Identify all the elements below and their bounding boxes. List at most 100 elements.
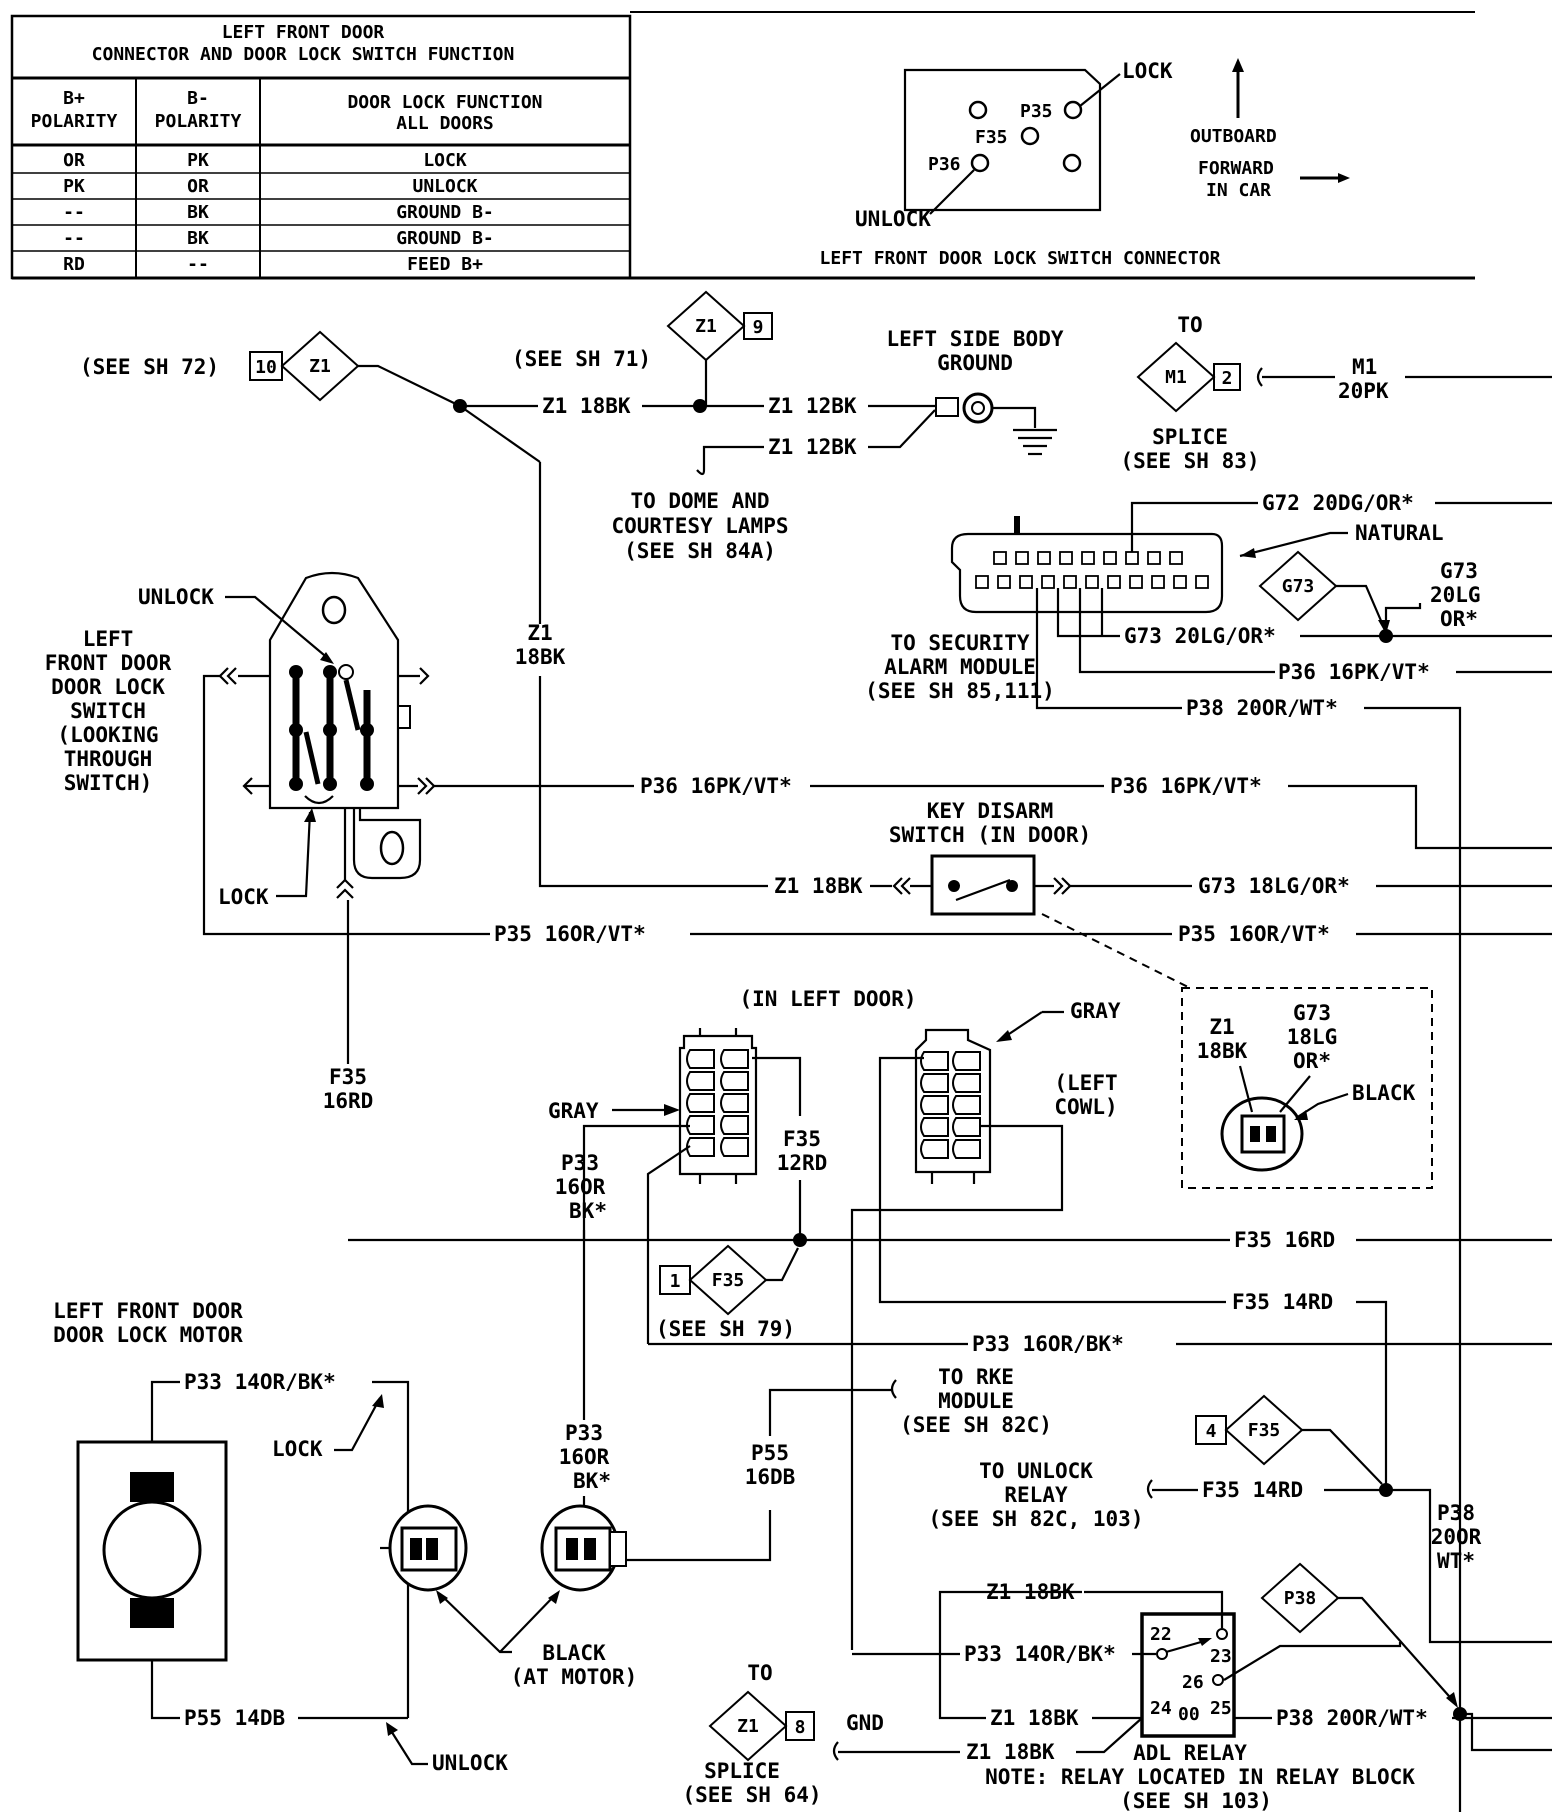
wire-g72: G72 20DG/OR* bbox=[1262, 491, 1414, 515]
wire-z1-18bk-a: Z1 18BK bbox=[542, 394, 631, 418]
adl-relay-section: 4 F35 TO UNLOCK RELAY (SEE SH 82C, 103) … bbox=[682, 1394, 1552, 1812]
table-cell: FEED B+ bbox=[407, 254, 483, 275]
col-header-bplus-2: POLARITY bbox=[31, 111, 118, 132]
key-disarm-switch: KEY DISARM SWITCH (IN DOOR) bbox=[889, 799, 1091, 916]
door-lock-motor-section: LEFT FRONT DOOR DOOR LOCK MOTOR P33 14OR… bbox=[53, 1299, 1052, 1775]
wire-p55-14db: P55 14DB bbox=[184, 1706, 285, 1730]
lock-switch-connector-view: P35 F35 P36 LOCK UNLOCK OUTBOARD FORWARD… bbox=[820, 58, 1350, 269]
see-sh64: (SEE SH 64) bbox=[682, 1783, 821, 1807]
col-header-func-2: ALL DOORS bbox=[396, 113, 494, 134]
pin-f35-label: F35 bbox=[975, 127, 1008, 148]
black-at-motor-2: (AT MOTOR) bbox=[511, 1665, 637, 1689]
wire-m1-2: 20PK bbox=[1338, 379, 1389, 403]
m1-see-sh83: (SEE SH 83) bbox=[1120, 449, 1259, 473]
to-dome-3: (SEE SH 84A) bbox=[624, 539, 776, 563]
wire-g73-20lg-h: G73 20LG/OR* bbox=[1124, 624, 1276, 648]
see-sh79: (SEE SH 79) bbox=[656, 1317, 795, 1341]
black-at-motor-1: BLACK bbox=[542, 1641, 606, 1665]
g73-ref-code: G73 bbox=[1282, 576, 1315, 597]
relay-pin-00: 00 bbox=[1178, 1704, 1200, 1725]
conn-unlock-label: UNLOCK bbox=[855, 207, 931, 231]
m1-splice-label: SPLICE bbox=[1152, 425, 1228, 449]
in-left-door: (IN LEFT DOOR) bbox=[739, 987, 916, 1011]
relay-pin-23: 23 bbox=[1210, 1646, 1232, 1667]
wire-z1-12bk-a: Z1 12BK bbox=[768, 394, 857, 418]
cap-z1-1: Z1 bbox=[1209, 1015, 1234, 1039]
rke-3: (SEE SH 82C) bbox=[900, 1413, 1052, 1437]
cap-z1-2: 18BK bbox=[1197, 1039, 1248, 1063]
switch-title-2: FRONT DOOR bbox=[45, 651, 172, 675]
relay-pin-25: 25 bbox=[1210, 1698, 1232, 1719]
cap-g73-2: 18LG bbox=[1287, 1025, 1338, 1049]
switch-lock-label: LOCK bbox=[218, 885, 269, 909]
wire-f35-12rd-1: F35 bbox=[783, 1127, 821, 1151]
wire-z1-12bk-b: Z1 12BK bbox=[768, 435, 857, 459]
gnd-label: GND bbox=[846, 1711, 884, 1735]
f35-ref-4-num: 4 bbox=[1206, 1421, 1217, 1442]
z1-ground-section: (SEE SH 72) 10 Z1 Z1 18BK Z1 12BK Z1 12B… bbox=[80, 290, 1064, 563]
security-alarm-connector: G72 20DG/OR* NATURAL G73 20LG/OR* P36 16… bbox=[865, 491, 1552, 1812]
wire-p35-16or-a: P35 16OR/VT* bbox=[494, 922, 646, 946]
motor-unlock-label: UNLOCK bbox=[432, 1751, 508, 1775]
wire-p33-16or-v2: 16OR bbox=[559, 1445, 610, 1469]
wire-p33-16or-v3: BK* bbox=[573, 1469, 611, 1493]
see-sh71: (SEE SH 71) bbox=[512, 347, 651, 371]
switch-title-5: (LOOKING bbox=[57, 723, 158, 747]
unlock-relay-2: RELAY bbox=[1004, 1483, 1068, 1507]
z1-ref-10-num: 10 bbox=[255, 357, 277, 378]
wire-p38-v3: WT* bbox=[1437, 1549, 1475, 1573]
col-header-bplus-1: B+ bbox=[63, 88, 85, 109]
door-lock-switch: UNLOCK LEFT FRONT DOOR DOOR LOCK SWITCH … bbox=[45, 571, 490, 1064]
wire-z1-18bk-gnd: Z1 18BK bbox=[966, 1740, 1055, 1764]
p38-ref-code: P38 bbox=[1284, 1588, 1317, 1609]
table-cell: UNLOCK bbox=[412, 176, 477, 197]
f35-ref-1-code: F35 bbox=[712, 1270, 745, 1291]
m1-splice: TO M1 2 M1 20PK SPLICE (SEE SH 83) bbox=[1120, 313, 1552, 473]
cap-g73-3: OR* bbox=[1293, 1049, 1331, 1073]
wire-f35-14rd-b: F35 14RD bbox=[1202, 1478, 1303, 1502]
table-cell: RD bbox=[63, 254, 85, 275]
rke-2: MODULE bbox=[938, 1389, 1014, 1413]
splice2: SPLICE bbox=[704, 1759, 780, 1783]
table-cell: BK bbox=[187, 228, 209, 249]
rke-1: TO RKE bbox=[938, 1365, 1014, 1389]
relay-pin-24: 24 bbox=[1150, 1698, 1172, 1719]
conn-lock-label: LOCK bbox=[1122, 59, 1173, 83]
wire-f35-16rd-v1: F35 bbox=[329, 1065, 367, 1089]
table-cell: PK bbox=[187, 150, 209, 171]
adl-relay-label: ADL RELAY bbox=[1133, 1741, 1247, 1765]
f35-ref-1-num: 1 bbox=[670, 1271, 681, 1292]
relay-note-2: (SEE SH 103) bbox=[1120, 1789, 1272, 1812]
wire-p33-14or-b: P33 14OR/BK* bbox=[964, 1642, 1116, 1666]
col-header-func-1: DOOR LOCK FUNCTION bbox=[347, 92, 542, 113]
wire-f35-16rd-v2: 16RD bbox=[323, 1089, 374, 1113]
table-title-2: CONNECTOR AND DOOR LOCK SWITCH FUNCTION bbox=[92, 44, 515, 65]
z1-ref-10-code: Z1 bbox=[309, 356, 331, 377]
wire-g73-18lg: G73 18LG/OR* bbox=[1198, 874, 1350, 898]
key-disarm-1: KEY DISARM bbox=[927, 799, 1053, 823]
z1-ref-8-num: 8 bbox=[795, 1717, 806, 1738]
table-cell: BK bbox=[187, 202, 209, 223]
wire-p33-16or-h: P33 16OR/BK* bbox=[972, 1332, 1124, 1356]
table-cell: OR bbox=[187, 176, 209, 197]
relay-note-1: NOTE: RELAY LOCATED IN RELAY BLOCK bbox=[985, 1765, 1415, 1789]
body-ground-1: LEFT SIDE BODY bbox=[886, 327, 1063, 351]
relay-pin-26: 26 bbox=[1182, 1672, 1204, 1693]
wire-f35-12rd-2: 12RD bbox=[777, 1151, 828, 1175]
table-title-1: LEFT FRONT DOOR bbox=[222, 22, 385, 43]
switch-title-1: LEFT bbox=[83, 627, 134, 651]
motor-label-2: DOOR LOCK MOTOR bbox=[53, 1323, 243, 1347]
m1-num: 2 bbox=[1222, 368, 1233, 389]
f35-ref-4-code: F35 bbox=[1248, 1420, 1281, 1441]
table-row: -- BK GROUND B- bbox=[63, 228, 494, 249]
left-cowl-2: COWL) bbox=[1054, 1095, 1117, 1119]
sec-label-3: (SEE SH 85,111) bbox=[865, 679, 1055, 703]
key-disarm-2: SWITCH (IN DOOR) bbox=[889, 823, 1091, 847]
main-wire-runs: P36 16PK/VT* P36 16PK/VT* Z1 18BK Z1 18B… bbox=[434, 405, 1552, 1189]
table-row: -- BK GROUND B- bbox=[63, 202, 494, 223]
wire-m1-1: M1 bbox=[1352, 355, 1377, 379]
wire-p38-20or: P38 20OR/WT* bbox=[1186, 696, 1338, 720]
switch-title-6: THROUGH bbox=[64, 747, 153, 771]
table-cell: -- bbox=[187, 254, 209, 275]
